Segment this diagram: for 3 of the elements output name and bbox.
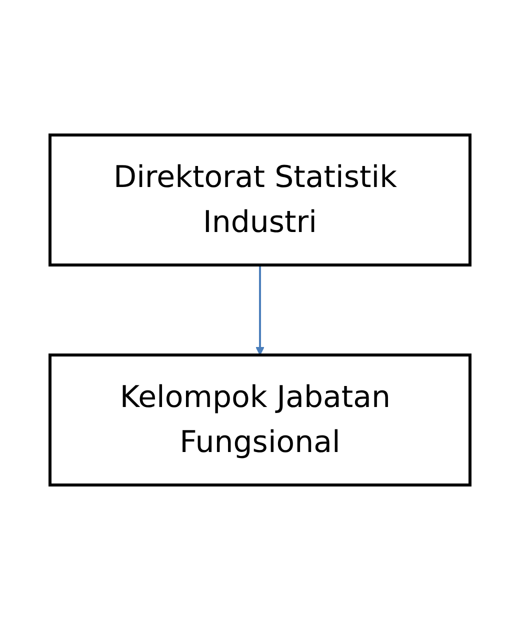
node-box: Kelompok Jabatan Fungsional bbox=[48, 354, 472, 486]
node-box: Direktorat Statistik Industri bbox=[48, 134, 472, 266]
arrow bbox=[256, 265, 264, 356]
